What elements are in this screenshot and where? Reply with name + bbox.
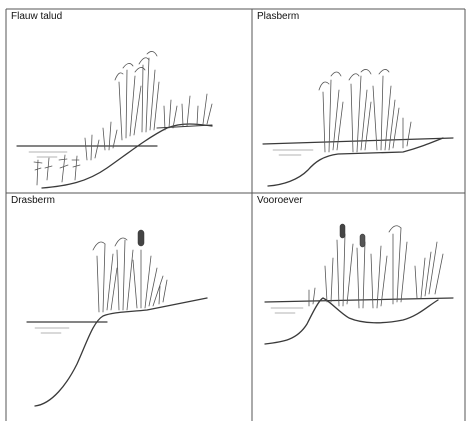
- panel-plasberm: Plasberm: [253, 10, 464, 192]
- panel-label: Flauw talud: [10, 11, 63, 23]
- vooroever-sketch: [253, 194, 464, 421]
- panel-label: Vooroever: [256, 195, 304, 207]
- panel-label: Plasberm: [256, 11, 300, 23]
- drasberm-sketch: [7, 194, 251, 421]
- plasberm-sketch: [253, 10, 464, 192]
- flauw-talud-sketch: [7, 10, 251, 192]
- panel-label: Drasberm: [10, 195, 56, 207]
- panel-flauw-talud: Flauw talud: [7, 10, 251, 192]
- panel-drasberm: Drasberm: [7, 194, 251, 421]
- panel-vooroever: Vooroever: [253, 194, 464, 421]
